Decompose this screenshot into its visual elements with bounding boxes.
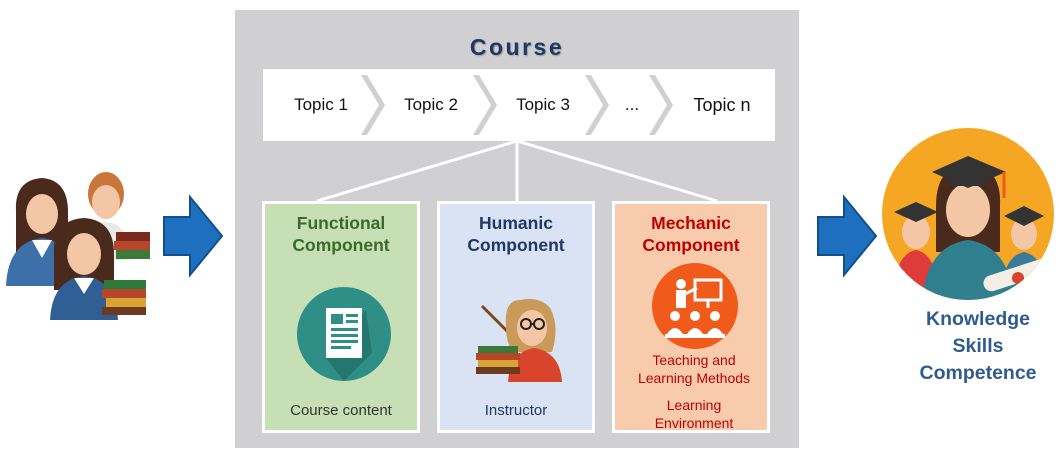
document-icon [297, 287, 391, 381]
mechanic-component-box: Mechanic Component Teaching and Learning… [612, 201, 770, 433]
functional-component-caption: Course content [290, 402, 392, 419]
topic-item-ellipsis: ... [624, 95, 640, 114]
topic-item-n: Topic n [693, 95, 751, 115]
course-panel: Course Topic 1 Topic 2 Topic 3 ... Topic… [235, 10, 799, 448]
functional-component-box: Functional Component Course content [262, 201, 420, 433]
topic-sequence: Topic 1 Topic 2 Topic 3 ... Topic n [263, 69, 775, 141]
learning-outcomes: Knowledge Skills Competence [890, 306, 1060, 387]
teacher-icon [476, 299, 562, 382]
students-books-icon [6, 172, 150, 320]
mechanic-component-caption-environment: Learning Environment [654, 397, 734, 431]
outcome-knowledge: Knowledge [925, 308, 1030, 330]
topic-item-1: Topic 1 [294, 95, 348, 114]
humanic-component-title: Humanic Component [467, 213, 565, 255]
outcome-skills: Skills [952, 335, 1004, 357]
humanic-component-box: Humanic Component Instructor [437, 201, 595, 433]
presentation-icon [652, 263, 738, 349]
functional-component-title: Functional Component [292, 213, 390, 255]
humanic-component-caption: Instructor [484, 402, 548, 419]
topic-item-3: Topic 3 [516, 95, 570, 114]
topic-chevrons [269, 75, 769, 135]
arrow-right-icon [817, 194, 878, 278]
course-title: Course [469, 34, 565, 60]
mechanic-component-title: Mechanic Component [642, 213, 740, 255]
mechanic-component-caption-methods: Teaching and Learning Methods [637, 352, 751, 386]
topic-item-2: Topic 2 [404, 95, 458, 114]
arrow-right-icon [163, 194, 224, 278]
connector-lines [316, 141, 718, 203]
graduates-icon [882, 128, 1054, 300]
outcome-competence: Competence [919, 362, 1037, 384]
